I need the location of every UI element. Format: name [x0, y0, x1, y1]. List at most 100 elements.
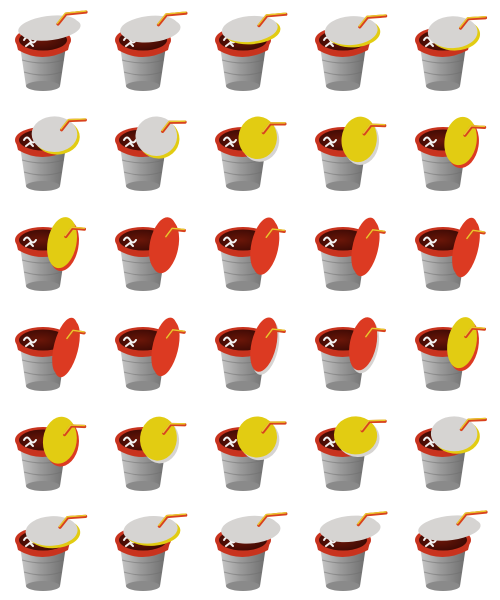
sprite-frame — [300, 0, 400, 100]
cup-ridge — [21, 59, 65, 64]
straw-stripe — [165, 227, 186, 238]
cup-sprite — [215, 12, 288, 91]
sprite-frame — [300, 400, 400, 500]
cup-base — [426, 481, 460, 491]
cup-ridge — [23, 471, 63, 476]
cup-sprite — [415, 317, 487, 391]
cup-sprite — [315, 416, 387, 491]
cup-sprite — [115, 217, 186, 291]
straw-stripe — [261, 421, 286, 432]
cup-base — [26, 481, 60, 491]
logo-mark — [123, 236, 137, 247]
straw — [164, 227, 186, 240]
logo-mark — [423, 136, 437, 147]
straw-stripe — [158, 513, 187, 527]
logo-mark — [423, 236, 437, 247]
cup-ridge — [323, 471, 363, 476]
straw — [265, 328, 286, 340]
cup-sprite — [15, 116, 87, 191]
logo-mark — [223, 436, 237, 447]
lid-face — [221, 15, 278, 43]
cup-sprite — [115, 317, 186, 391]
cup-ridge — [121, 159, 165, 164]
cup-sprite — [315, 116, 387, 191]
straw — [358, 14, 388, 29]
straw — [456, 510, 488, 526]
cup-sprite — [115, 116, 187, 191]
cup-body — [420, 446, 466, 489]
cup-ridge — [123, 171, 163, 176]
cup-ridge — [223, 571, 263, 576]
cup-sprite — [315, 14, 388, 91]
cup-sleeve — [216, 42, 270, 57]
straw — [257, 12, 288, 28]
sprite-frame — [400, 300, 500, 400]
cup-base — [426, 81, 460, 91]
cup-base — [326, 381, 360, 391]
sprite-frame — [100, 0, 200, 100]
lid-face — [18, 15, 78, 39]
cup-sleeve — [216, 542, 270, 557]
logo-mark — [423, 336, 437, 347]
cup-base — [126, 481, 160, 491]
cup-lid — [221, 515, 281, 544]
cup-sprite — [15, 317, 86, 391]
cup-ridge — [21, 159, 65, 164]
straw — [162, 422, 187, 435]
sprite-frame — [200, 300, 300, 400]
cup-base — [226, 581, 260, 591]
cup-ridge — [421, 559, 465, 564]
straw-stripe — [466, 229, 485, 240]
sprite-frame — [400, 500, 500, 600]
logo-mark — [323, 336, 337, 347]
sprite-frame — [100, 100, 200, 200]
sprite-frame — [0, 0, 100, 100]
cup-sleeve — [316, 542, 370, 557]
cup-sprite — [215, 512, 288, 591]
sprite-frame — [300, 200, 400, 300]
straw-stripe — [365, 229, 385, 239]
cup-ridge — [123, 471, 163, 476]
cup-sleeve — [116, 42, 170, 57]
logo-mark — [323, 136, 337, 147]
cup-lid — [18, 15, 81, 41]
cup-base — [326, 581, 360, 591]
cup-sprite — [115, 513, 188, 591]
cup-sleeve — [416, 542, 470, 557]
cup-lid — [418, 515, 481, 541]
cup-body — [120, 46, 166, 89]
straw-stripe — [58, 514, 87, 528]
cup-body — [20, 546, 66, 589]
sprite-frame — [400, 200, 500, 300]
straw-stripe — [265, 228, 285, 238]
cup-ridge — [123, 71, 163, 76]
cup-sleeve — [316, 42, 370, 57]
cup-ridge — [321, 459, 365, 464]
sprite-frame — [100, 500, 200, 600]
cup-base — [226, 81, 260, 91]
logo-mark — [123, 336, 137, 347]
cup-lid — [120, 15, 181, 43]
straw-stripe — [456, 510, 487, 524]
straw-stripe — [257, 512, 287, 526]
straw — [165, 328, 186, 341]
cup-body — [320, 46, 366, 89]
sprite-frame — [400, 400, 500, 500]
straw — [62, 424, 87, 437]
cup-sprite — [415, 510, 488, 591]
sprite-frame — [100, 400, 200, 500]
straw-stripe — [460, 417, 487, 430]
cup-body — [420, 46, 466, 89]
logo-mark — [23, 236, 37, 247]
cup-sprite — [415, 16, 488, 91]
cup-sprite — [215, 116, 287, 191]
logo-mark — [223, 136, 237, 147]
logo-mark — [23, 436, 37, 447]
lid-face — [319, 515, 378, 541]
cup-ridge — [323, 71, 363, 76]
sprite-frame — [300, 100, 400, 200]
straw — [459, 417, 487, 432]
cup-sprite — [315, 317, 386, 391]
sprite-frame — [200, 500, 300, 600]
cup-sprite — [415, 116, 487, 191]
